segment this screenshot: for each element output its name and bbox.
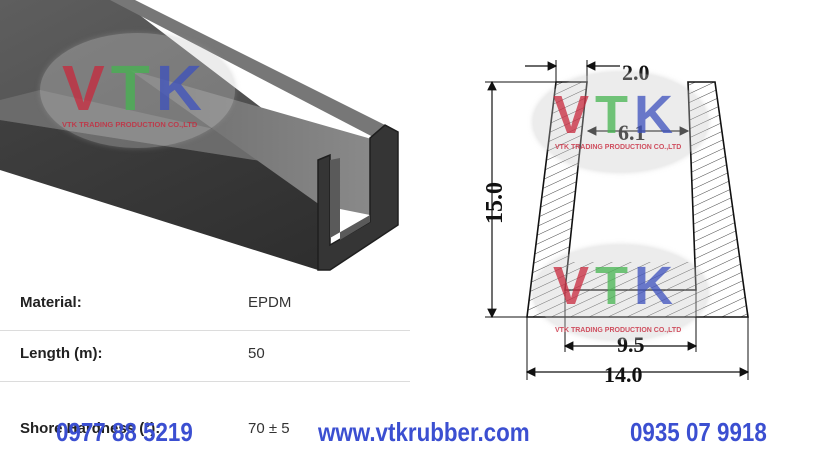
spec-value: 70 ± 5 — [248, 420, 290, 437]
watermark-letter-v: V — [553, 256, 596, 316]
watermark-letter-v: V — [553, 85, 596, 145]
spec-row-length: Length (m): 50 — [0, 331, 410, 382]
contact-footer: 0977 88 5219 www.vtkrubber.com 0935 07 9… — [0, 417, 818, 450]
dim-top-inner-width: 6.1 — [618, 120, 646, 145]
website-link[interactable]: www.vtkrubber.com — [318, 417, 530, 447]
watermark-logo: VTK VTK TRADING PRODUCTION CO.,LTD — [533, 72, 708, 172]
watermark-company: VTK TRADING PRODUCTION CO.,LTD — [555, 327, 682, 334]
spec-label: Length (m): — [20, 345, 103, 362]
phone-number-1[interactable]: 0977 88 5219 — [56, 417, 193, 447]
watermark-logo: VTK VTK TRADING PRODUCTION CO.,LTD — [40, 33, 235, 148]
watermark-company: VTK TRADING PRODUCTION CO.,LTD — [62, 120, 198, 129]
spec-label: Material: — [20, 294, 82, 311]
watermark-letter-k: K — [634, 256, 680, 316]
watermark-company: VTK TRADING PRODUCTION CO.,LTD — [555, 144, 682, 151]
watermark-letter-k: K — [155, 52, 208, 124]
watermark-letter-k: K — [634, 85, 680, 145]
spec-row-hardness: Shore Hardness (°): 70 ± 5 — [0, 382, 410, 437]
dim-bottom-outer-width: 14.0 — [604, 362, 643, 387]
dim-bottom-inner-width: 9.5 — [617, 332, 645, 357]
spec-value: EPDM — [248, 294, 292, 311]
specs-table: Material: EPDM Length (m): 50 Shore Hard… — [0, 280, 410, 437]
watermark-letter-t: T — [595, 85, 635, 145]
profile-diagram: 2.0 6.1 15.0 9.5 14.0 — [482, 60, 750, 387]
watermark-logo: VTK VTK TRADING PRODUCTION CO.,LTD — [533, 245, 708, 340]
phone-number-2[interactable]: 0935 07 9918 — [630, 417, 767, 447]
spec-label: Shore Hardness (°): — [20, 420, 161, 437]
watermark-letter-t: T — [595, 256, 635, 316]
dim-height: 15.0 — [482, 182, 508, 224]
product-photo — [0, 0, 399, 271]
watermark-letter-v: V — [62, 52, 111, 124]
spec-row-material: Material: EPDM — [0, 280, 410, 331]
watermark-letter-t: T — [110, 52, 156, 124]
dim-wall-thickness: 2.0 — [622, 60, 650, 85]
spec-value: 50 — [248, 345, 265, 362]
